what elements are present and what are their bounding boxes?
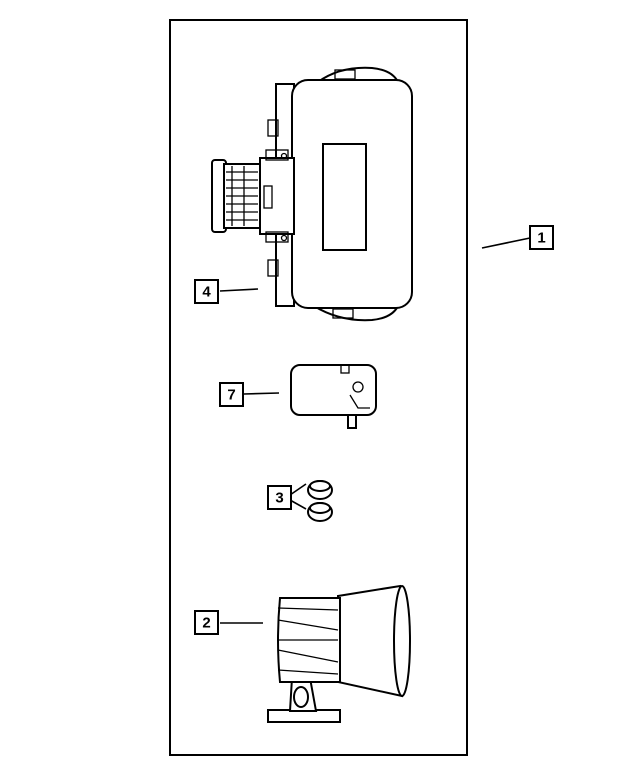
callout-1-label: 1 bbox=[537, 230, 545, 247]
callout-2: 2 bbox=[194, 610, 219, 635]
siren-horn-illustration bbox=[267, 584, 411, 723]
leader-line-3b bbox=[289, 499, 307, 510]
callout-3-label: 3 bbox=[275, 490, 283, 507]
callout-4-label: 4 bbox=[202, 284, 211, 301]
kit-frame bbox=[169, 19, 468, 756]
callout-2-label: 2 bbox=[202, 615, 210, 632]
callout-3: 3 bbox=[267, 485, 292, 510]
callout-7-label: 7 bbox=[227, 387, 235, 404]
sensor-module-illustration bbox=[290, 364, 377, 429]
leader-line-4 bbox=[219, 288, 259, 292]
leader-line-7 bbox=[243, 392, 280, 395]
leader-line-1 bbox=[481, 237, 531, 249]
leader-line-3a bbox=[289, 483, 307, 496]
callout-1: 1 bbox=[529, 225, 554, 250]
grommets-illustration bbox=[307, 480, 333, 522]
callout-7: 7 bbox=[219, 382, 244, 407]
callout-4: 4 bbox=[194, 279, 219, 304]
control-module-illustration bbox=[211, 66, 413, 322]
